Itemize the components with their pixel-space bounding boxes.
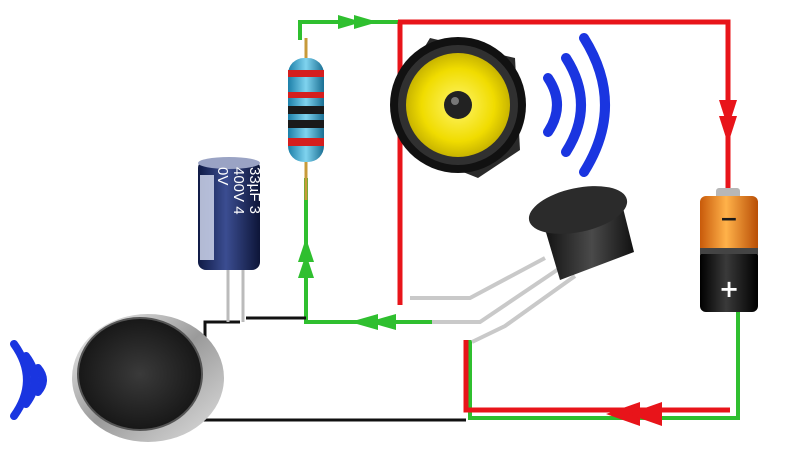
capacitor-icon: 33µF 3 400V 4 0V bbox=[198, 157, 263, 322]
wire-red-bottom bbox=[463, 340, 730, 413]
arrow-icon bbox=[606, 402, 662, 426]
capacitor-marking-1: 33µF 3 bbox=[246, 167, 263, 214]
arrow-icon bbox=[338, 15, 378, 29]
battery-plus-sign: + bbox=[719, 275, 739, 303]
capacitor-marking-3: 0V bbox=[214, 167, 231, 185]
wire-green-base bbox=[304, 178, 432, 324]
wire-black-mic-top bbox=[203, 320, 240, 340]
speaker-icon bbox=[390, 37, 526, 178]
arrow-icon bbox=[350, 314, 396, 330]
flow-arrows bbox=[298, 15, 737, 426]
microphone-icon bbox=[72, 314, 224, 442]
wire-green-battery bbox=[468, 312, 740, 420]
arrow-icon bbox=[719, 100, 737, 144]
transistor-icon bbox=[410, 186, 634, 344]
wire-black-mic-bottom bbox=[198, 395, 466, 422]
sound-wave-icon bbox=[543, 33, 610, 177]
resistor-icon bbox=[288, 38, 324, 200]
sound-wave-icon bbox=[10, 340, 47, 420]
battery-icon: − + bbox=[700, 188, 758, 312]
arrow-icon bbox=[298, 238, 314, 278]
battery-minus-sign: − bbox=[720, 207, 738, 232]
capacitor-marking-2: 400V 4 bbox=[230, 167, 247, 215]
